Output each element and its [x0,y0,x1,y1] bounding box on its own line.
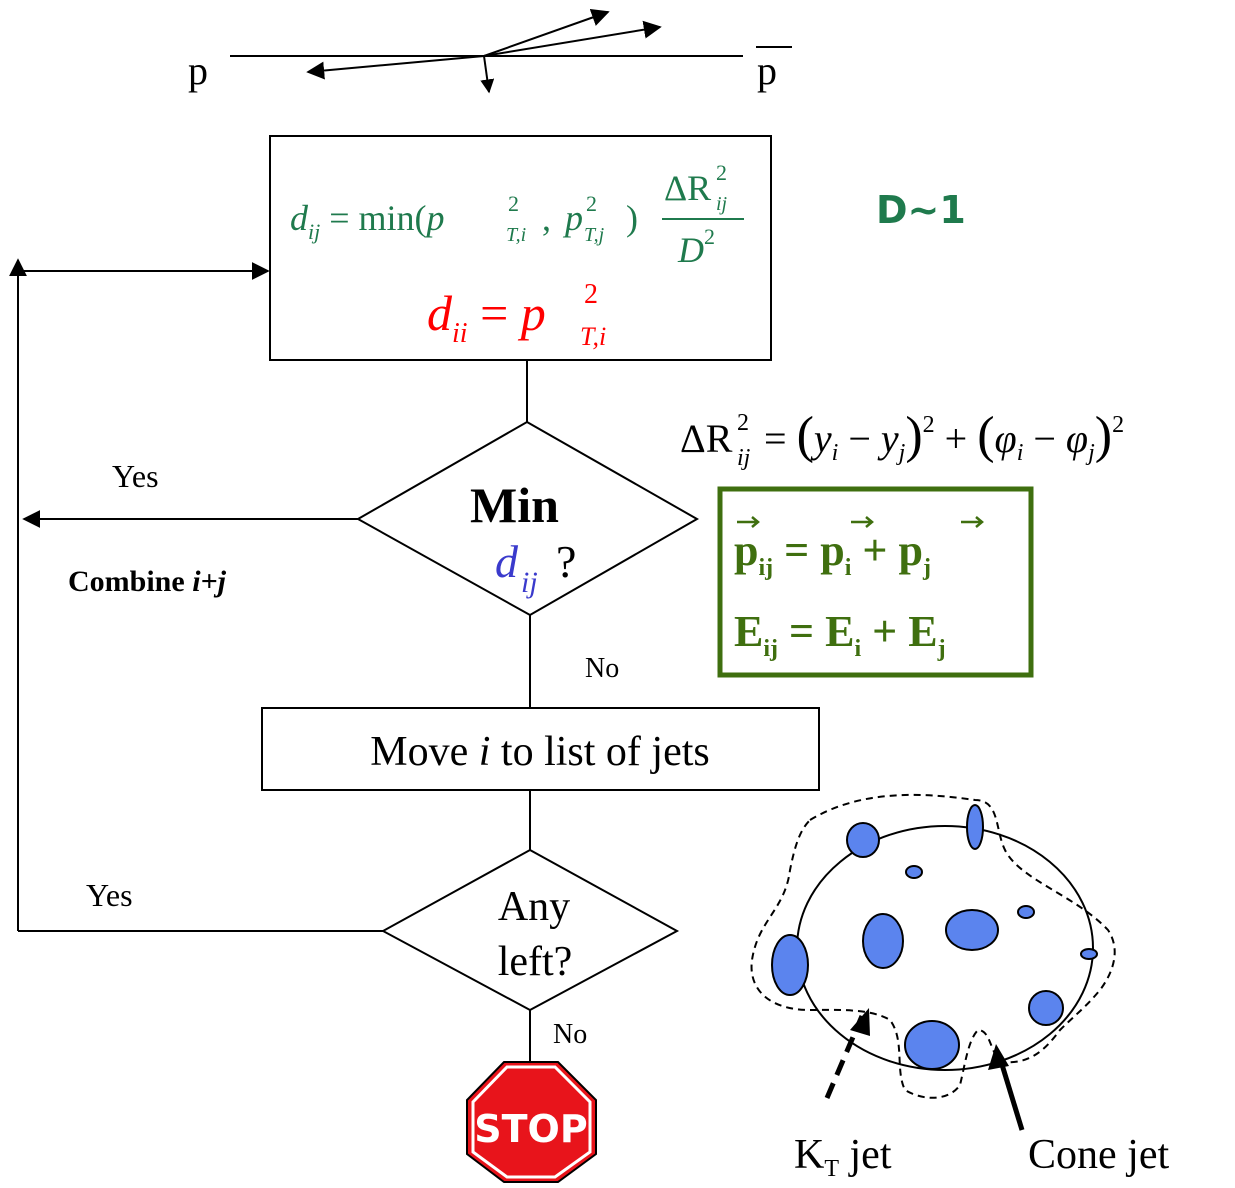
outgoing-track-2 [484,27,660,56]
particle-blob [847,823,879,857]
particle-blob [1029,991,1063,1025]
decision1-title: Min [470,477,559,533]
antiproton-label: p [757,48,777,93]
fraction-denominator: D [677,230,704,270]
yes-label-2: Yes [86,877,133,913]
collision-diagram: p p [188,12,792,93]
decision-any-left: Any left? [383,850,677,1010]
cone-jet-label: Cone jet [1028,1132,1169,1178]
stop-sign: STOP [467,1062,596,1182]
stop-sign-text: STOP [474,1107,587,1151]
move-to-jets-box: Move i to list of jets [262,708,819,790]
denominator-sup: 2 [704,224,715,249]
decision1-question: ? [556,536,576,587]
outgoing-track-1 [484,12,608,56]
jet-particles [772,805,1097,1069]
outgoing-track-4 [484,56,489,92]
kt-jet-label: KT jet [794,1132,892,1182]
no-label-1: No [585,653,619,684]
p2-sub: T,j [584,224,605,246]
delta-r-sub: ij [737,445,751,471]
numerator-sub: ij [716,193,728,215]
proton-label: p [188,48,208,93]
comma: , [542,198,551,238]
yes-label-1: Yes [112,458,159,494]
decision1-var: d [495,536,519,587]
dij-formula: dij = min(p 2 T,i , p 2 T,j ) ΔR 2 ij D … [290,160,744,270]
p1-sub: T,i [506,224,526,246]
delta-r-rhs: = (yi − yj)2 + (φi − φj)2 [764,407,1124,466]
decision1-var-sub: ij [521,566,538,599]
cone-jet-pointer [1000,1058,1022,1130]
p2-sup: 2 [586,191,597,216]
particle-blob [772,935,808,995]
outgoing-track-3 [308,56,484,72]
jet-illustration: KT jet Cone jet [752,795,1170,1182]
particle-blob [967,805,983,849]
cone-jet-pointer-head [988,1044,1009,1070]
no-label-2: No [553,1019,587,1050]
decision2-line2: left? [498,939,573,985]
combine-label: Combine i+j [68,565,227,598]
particle-blob [1081,949,1097,959]
p1-sup: 2 [508,191,519,216]
p2-base: p [562,198,583,238]
close-paren: ) [626,198,638,238]
decision2-line1: Any [498,884,570,930]
energy-sum: Eij = Ei + Ej [734,607,946,662]
delta-r-formula: ΔR 2 ij = (yi − yj)2 + (φi − φj)2 [680,407,1124,471]
particle-blob [906,866,922,878]
d-note: D~1 [876,188,966,232]
numerator-sup: 2 [716,160,727,185]
move-box-text: Move i to list of jets [370,729,710,775]
dii-lhs: dii = p [427,285,546,349]
momentum-sum: pij = pi + pj [734,526,931,581]
decision-min-dij: Min d ij ? [358,422,697,615]
decision-diamond-2 [383,850,677,1010]
delta-r-line: ΔR [680,416,733,461]
particle-blob [905,1021,959,1069]
particle-blob [946,910,998,950]
delta-r-sup: 2 [737,410,749,436]
dij-lhs: dij = min(p [290,198,445,244]
particle-blob [1018,906,1034,918]
distance-formula-box: dij = min(p 2 T,i , p 2 T,j ) ΔR 2 ij D … [270,136,771,360]
dii-formula: dii = p 2 T,i [427,279,606,351]
particle-blob [863,914,903,968]
recombination-box: pij = pi + pj Eij = Ei + Ej [720,489,1031,675]
fraction-numerator: ΔR [664,168,711,208]
dii-sup: 2 [584,279,598,310]
dii-sub: T,i [580,322,606,351]
